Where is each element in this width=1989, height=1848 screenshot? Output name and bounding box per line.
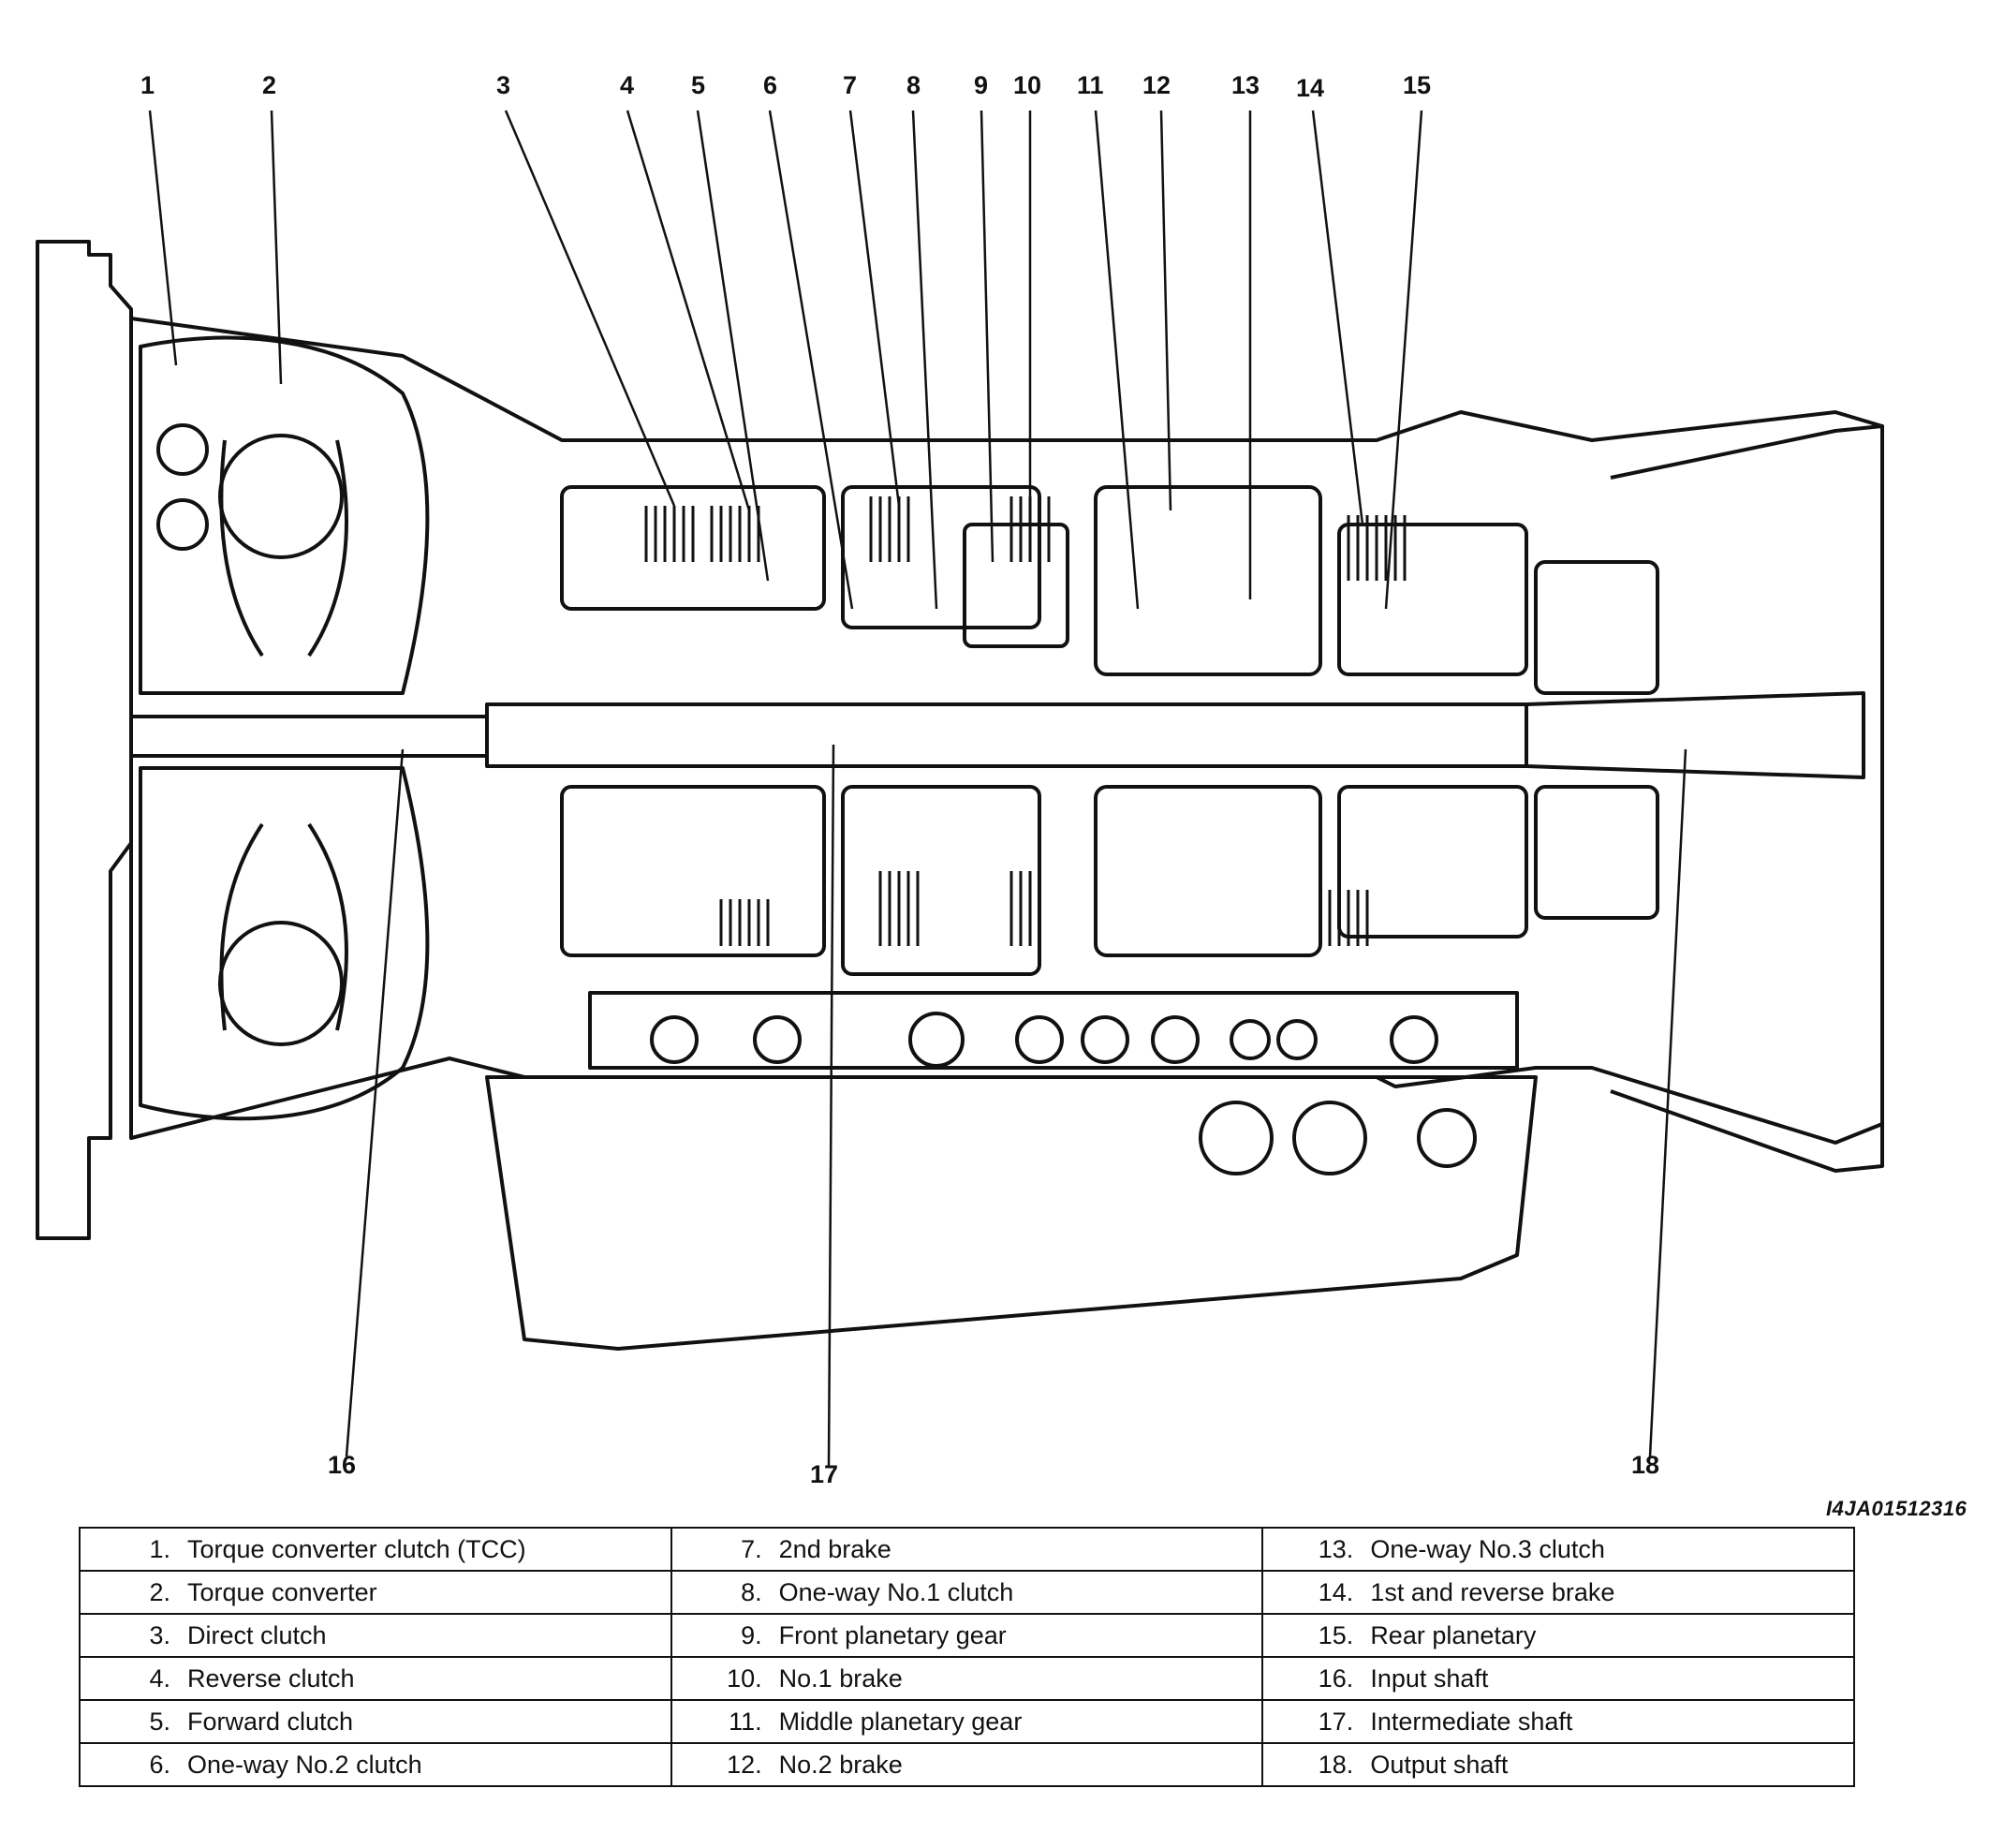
legend-label: Torque converter: [187, 1577, 377, 1606]
parts-legend-table: 1. Torque converter clutch (TCC) 7. 2nd br…: [79, 1527, 1855, 1787]
callout-5: 5: [691, 71, 705, 99]
legend-number: 17.: [1318, 1707, 1354, 1736]
legend-number: 16.: [1318, 1663, 1354, 1693]
legend-cell: 14. 1st and reverse brake: [1261, 1570, 1855, 1615]
legend-label: Intermediate shaft: [1370, 1707, 1573, 1736]
legend-number: 13.: [1318, 1534, 1354, 1563]
legend-cell: 17. Intermediate shaft: [1261, 1699, 1855, 1744]
legend-cell: 11. Middle planetary gear: [670, 1699, 1264, 1744]
legend-number: 10.: [727, 1663, 762, 1693]
legend-row: 6. One-way No.2 clutch 12. No.2 brake 18. O…: [79, 1742, 1855, 1787]
legend-number: 1.: [149, 1534, 170, 1563]
legend-label: 1st and reverse brake: [1370, 1577, 1615, 1606]
legend-number: 11.: [729, 1707, 762, 1736]
legend-number: 14.: [1318, 1577, 1354, 1606]
intermediate-shaft-outline: [485, 702, 1528, 768]
legend-label: Torque converter clutch (TCC): [187, 1534, 526, 1563]
legend-number: 18.: [1318, 1750, 1354, 1779]
legend-row: 2. Torque converter 8. One-way No.1 clutch…: [79, 1570, 1855, 1615]
legend-cell: 6. One-way No.2 clutch: [79, 1742, 672, 1787]
legend-label: One-way No.3 clutch: [1370, 1534, 1605, 1563]
callout-1: 1: [140, 71, 155, 99]
legend-number: 6.: [149, 1750, 170, 1779]
legend-cell: 8. One-way No.1 clutch: [670, 1570, 1264, 1615]
legend-number: 7.: [741, 1534, 762, 1563]
callout-7: 7: [843, 71, 857, 99]
legend-number: 3.: [149, 1620, 170, 1649]
figure-code: I4JA01512316: [1826, 1497, 1967, 1520]
legend-row: 3. Direct clutch 9. Front planetary gear 1…: [79, 1613, 1855, 1658]
legend-label: No.1 brake: [778, 1663, 903, 1693]
output-shaft-outline: [1525, 691, 1865, 779]
legend-number: 8.: [741, 1577, 762, 1606]
legend-label: One-way No.2 clutch: [187, 1750, 422, 1779]
legend-label: Front planetary gear: [778, 1620, 1007, 1649]
legend-label: Forward clutch: [187, 1707, 354, 1736]
legend-cell: 12. No.2 brake: [670, 1742, 1264, 1787]
legend-number: 15.: [1318, 1620, 1354, 1649]
legend-number: 2.: [149, 1577, 170, 1606]
legend-row: 1. Torque converter clutch (TCC) 7. 2nd br…: [79, 1527, 1855, 1572]
legend-label: No.2 brake: [778, 1750, 903, 1779]
legend-number: 9.: [741, 1620, 762, 1649]
legend-cell: 15. Rear planetary: [1261, 1613, 1855, 1658]
input-shaft-outline: [129, 715, 489, 758]
torque-converter-upper: [139, 335, 430, 695]
callout-13: 13: [1231, 71, 1260, 99]
legend-row: 5. Forward clutch 11. Middle planetary gea…: [79, 1699, 1855, 1744]
callout-11: 11: [1077, 71, 1104, 99]
torque-converter-lower: [139, 766, 430, 1121]
callout-8: 8: [906, 71, 921, 99]
legend-cell: 10. No.1 brake: [670, 1656, 1264, 1701]
callout-14: 14: [1296, 74, 1324, 102]
callout-6: 6: [763, 71, 777, 99]
legend-label: Direct clutch: [187, 1620, 327, 1649]
legend-row: 4. Reverse clutch 10. No.1 brake 16. Input …: [79, 1656, 1855, 1701]
bell-housing: [36, 240, 133, 1240]
legend-label: One-way No.1 clutch: [778, 1577, 1014, 1606]
legend-label: Output shaft: [1370, 1750, 1509, 1779]
legend-cell: 13. One-way No.3 clutch: [1261, 1527, 1855, 1572]
legend-cell: 7. 2nd brake: [670, 1527, 1264, 1572]
callout-9: 9: [974, 71, 988, 99]
legend-label: Rear planetary: [1370, 1620, 1537, 1649]
legend-label: Input shaft: [1370, 1663, 1489, 1693]
callout-17: 17: [810, 1460, 838, 1488]
callout-4: 4: [620, 71, 634, 99]
legend-label: 2nd brake: [778, 1534, 891, 1563]
legend-cell: 5. Forward clutch: [79, 1699, 672, 1744]
tail-housing: [1610, 424, 1884, 1173]
legend-cell: 2. Torque converter: [79, 1570, 672, 1615]
legend-number: 12.: [727, 1750, 762, 1779]
legend-cell: 1. Torque converter clutch (TCC): [79, 1527, 672, 1572]
legend-cell: 16. Input shaft: [1261, 1656, 1855, 1701]
legend-cell: 9. Front planetary gear: [670, 1613, 1264, 1658]
callout-18: 18: [1631, 1451, 1659, 1479]
legend-cell: 4. Reverse clutch: [79, 1656, 672, 1701]
legend-cell: 3. Direct clutch: [79, 1613, 672, 1658]
callout-2: 2: [262, 71, 276, 99]
legend-cell: 18. Output shaft: [1261, 1742, 1855, 1787]
transmission-case: [129, 317, 1884, 1145]
callout-12: 12: [1142, 71, 1171, 99]
callout-15: 15: [1403, 71, 1431, 99]
valve-body: [588, 991, 1519, 1070]
legend-label: Reverse clutch: [187, 1663, 355, 1693]
legend-number: 4.: [149, 1663, 170, 1693]
legend-label: Middle planetary gear: [778, 1707, 1023, 1736]
legend-number: 5.: [149, 1707, 170, 1736]
callout-3: 3: [496, 71, 510, 99]
oil-pan: [485, 1075, 1538, 1351]
callout-16: 16: [328, 1451, 356, 1479]
callout-10: 10: [1013, 71, 1041, 99]
